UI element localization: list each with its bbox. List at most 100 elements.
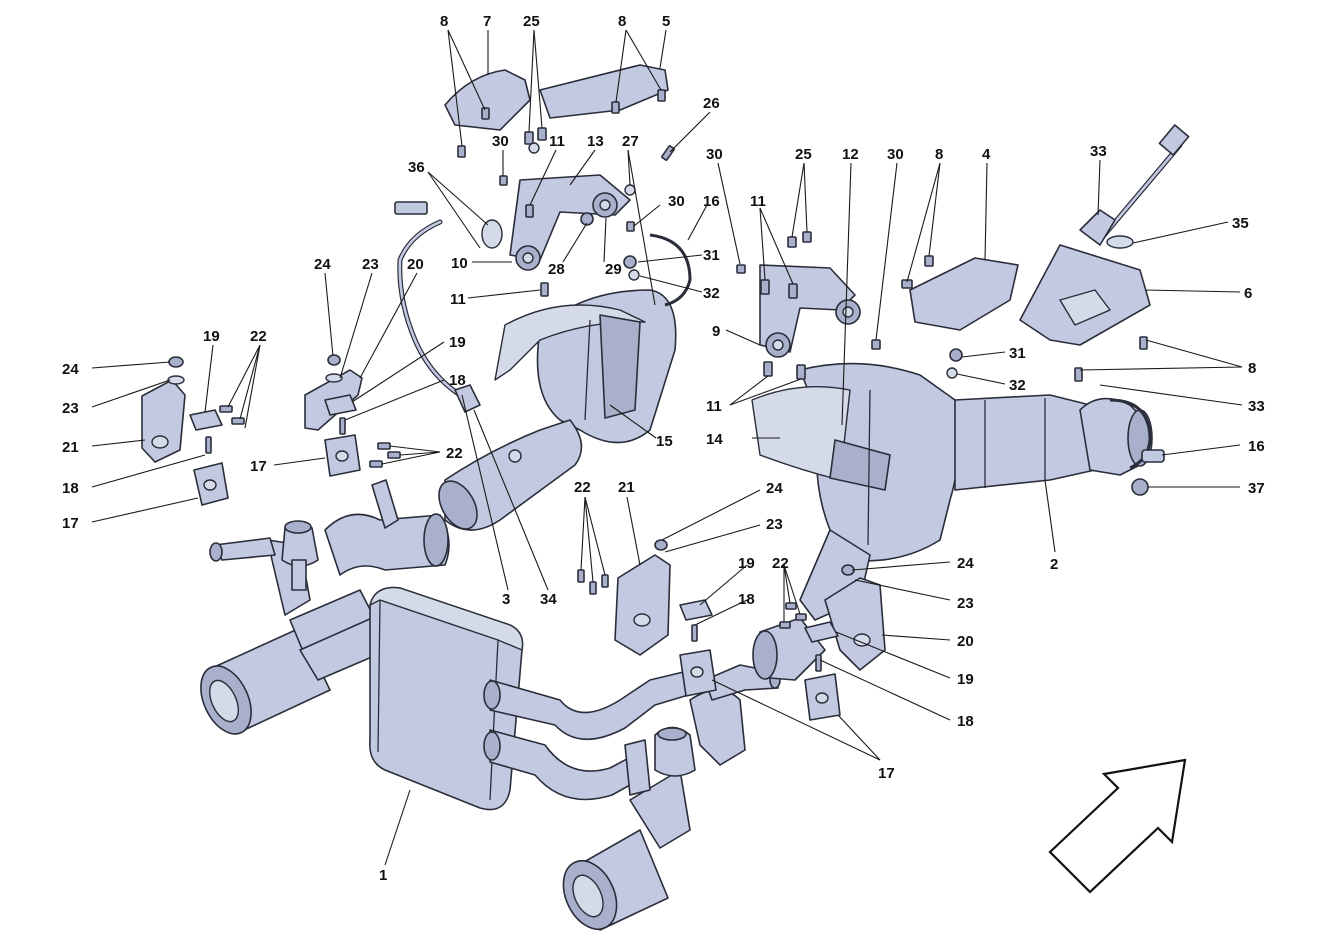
oxygen-sensor-left xyxy=(394,201,503,413)
callout-23: 23 xyxy=(362,256,379,273)
callout-19: 19 xyxy=(738,555,755,572)
callout-8: 8 xyxy=(935,146,943,163)
left-pipe-clamp xyxy=(649,233,692,307)
callout-11: 11 xyxy=(750,193,766,210)
callout-19: 19 xyxy=(449,334,466,351)
callout-19: 19 xyxy=(957,671,974,688)
callout-16: 16 xyxy=(1248,438,1265,455)
callout-8: 8 xyxy=(1248,360,1256,377)
rear-muffler xyxy=(368,586,524,811)
callout-32: 32 xyxy=(1009,377,1026,394)
sensor-bracket xyxy=(1019,244,1151,346)
right-washer-19 xyxy=(804,621,839,643)
callout-22: 22 xyxy=(250,328,267,345)
callout-5: 5 xyxy=(662,13,670,30)
center-nut-24 xyxy=(654,539,668,551)
left-rubber-hanger-17b xyxy=(324,434,361,477)
callout-13: 13 xyxy=(587,133,604,150)
callout-18: 18 xyxy=(957,713,974,730)
callout-31: 31 xyxy=(703,247,720,264)
callout-12: 12 xyxy=(842,146,859,163)
left-hanger-bracket-21 xyxy=(141,379,186,463)
callout-18: 18 xyxy=(449,372,466,389)
callout-4: 4 xyxy=(982,146,991,163)
callout-29: 29 xyxy=(605,261,622,278)
callout-30: 30 xyxy=(887,146,904,163)
callout-8: 8 xyxy=(618,13,626,30)
callout-37: 37 xyxy=(1248,480,1265,497)
left-nut-24b xyxy=(325,354,343,383)
callout-17: 17 xyxy=(62,515,79,532)
callout-33: 33 xyxy=(1248,398,1265,415)
callout-24: 24 xyxy=(62,361,79,378)
callout-8: 8 xyxy=(440,13,448,30)
top-heat-shield-left xyxy=(444,69,531,131)
right-exhaust-valve xyxy=(624,689,746,796)
right-mount-bracket xyxy=(759,264,861,358)
right-heat-shield xyxy=(909,257,1019,331)
callout-25: 25 xyxy=(523,13,540,30)
callout-24: 24 xyxy=(766,480,783,497)
callout-11: 11 xyxy=(450,291,466,308)
right-catalytic-converter xyxy=(751,362,1153,621)
callout-28: 28 xyxy=(548,261,565,278)
callout-31: 31 xyxy=(1009,345,1026,362)
callout-23: 23 xyxy=(957,595,974,612)
callout-11: 11 xyxy=(706,398,722,415)
right-pipe-clamp xyxy=(1109,398,1165,496)
callout-30: 30 xyxy=(706,146,723,163)
leader-lines xyxy=(91,29,1243,866)
callout-6: 6 xyxy=(1244,285,1252,302)
callout-14: 14 xyxy=(706,431,723,448)
center-hanger-bracket-21 xyxy=(614,554,671,656)
callout-labels: 8 7 25 8 5 26 30 11 13 27 36 30 16 10 28… xyxy=(62,13,1265,884)
callout-23: 23 xyxy=(766,516,783,533)
callout-22: 22 xyxy=(772,555,789,572)
callout-23: 23 xyxy=(62,400,79,417)
callout-17: 17 xyxy=(878,765,895,782)
callout-2: 2 xyxy=(1050,556,1058,573)
callout-35: 35 xyxy=(1232,215,1249,232)
callout-27: 27 xyxy=(622,133,639,150)
left-washer-19 xyxy=(189,409,223,431)
callout-34: 34 xyxy=(540,591,557,608)
left-catalytic-converter xyxy=(438,289,677,531)
callout-25: 25 xyxy=(795,146,812,163)
callout-24: 24 xyxy=(957,555,974,572)
right-tailpipe xyxy=(562,769,691,931)
direction-arrow-icon xyxy=(1048,758,1187,894)
muffler-outlet-pipes xyxy=(483,667,706,801)
callout-18: 18 xyxy=(62,480,79,497)
callout-30: 30 xyxy=(668,193,685,210)
left-bypass-pipe xyxy=(324,479,450,576)
callout-3: 3 xyxy=(502,591,510,608)
center-washer-19 xyxy=(679,599,713,621)
callout-16: 16 xyxy=(703,193,720,210)
callout-17: 17 xyxy=(250,458,267,475)
callout-32: 32 xyxy=(703,285,720,302)
left-exhaust-valve xyxy=(281,520,319,591)
left-mount-bracket xyxy=(509,174,631,271)
callout-24: 24 xyxy=(314,256,331,273)
callout-10: 10 xyxy=(451,255,468,272)
callout-19: 19 xyxy=(203,328,220,345)
right-rubber-hanger-17 xyxy=(804,673,841,721)
callout-20: 20 xyxy=(957,633,974,650)
callout-11: 11 xyxy=(549,133,565,150)
callout-30: 30 xyxy=(492,133,509,150)
callout-26: 26 xyxy=(703,95,720,112)
left-washer-19b xyxy=(324,394,357,416)
center-rubber-hanger-17 xyxy=(679,649,717,697)
callout-21: 21 xyxy=(618,479,635,496)
callout-21: 21 xyxy=(62,439,79,456)
left-nut-24 xyxy=(167,356,185,385)
top-heat-shield-right xyxy=(539,64,669,119)
callout-33: 33 xyxy=(1090,143,1107,160)
callout-36: 36 xyxy=(408,159,425,176)
callout-7: 7 xyxy=(483,13,491,30)
callout-18: 18 xyxy=(738,591,755,608)
oxygen-sensor-right xyxy=(1079,124,1190,246)
callout-22: 22 xyxy=(446,445,463,462)
left-rubber-hanger-17 xyxy=(193,462,229,506)
callout-20: 20 xyxy=(407,256,424,273)
